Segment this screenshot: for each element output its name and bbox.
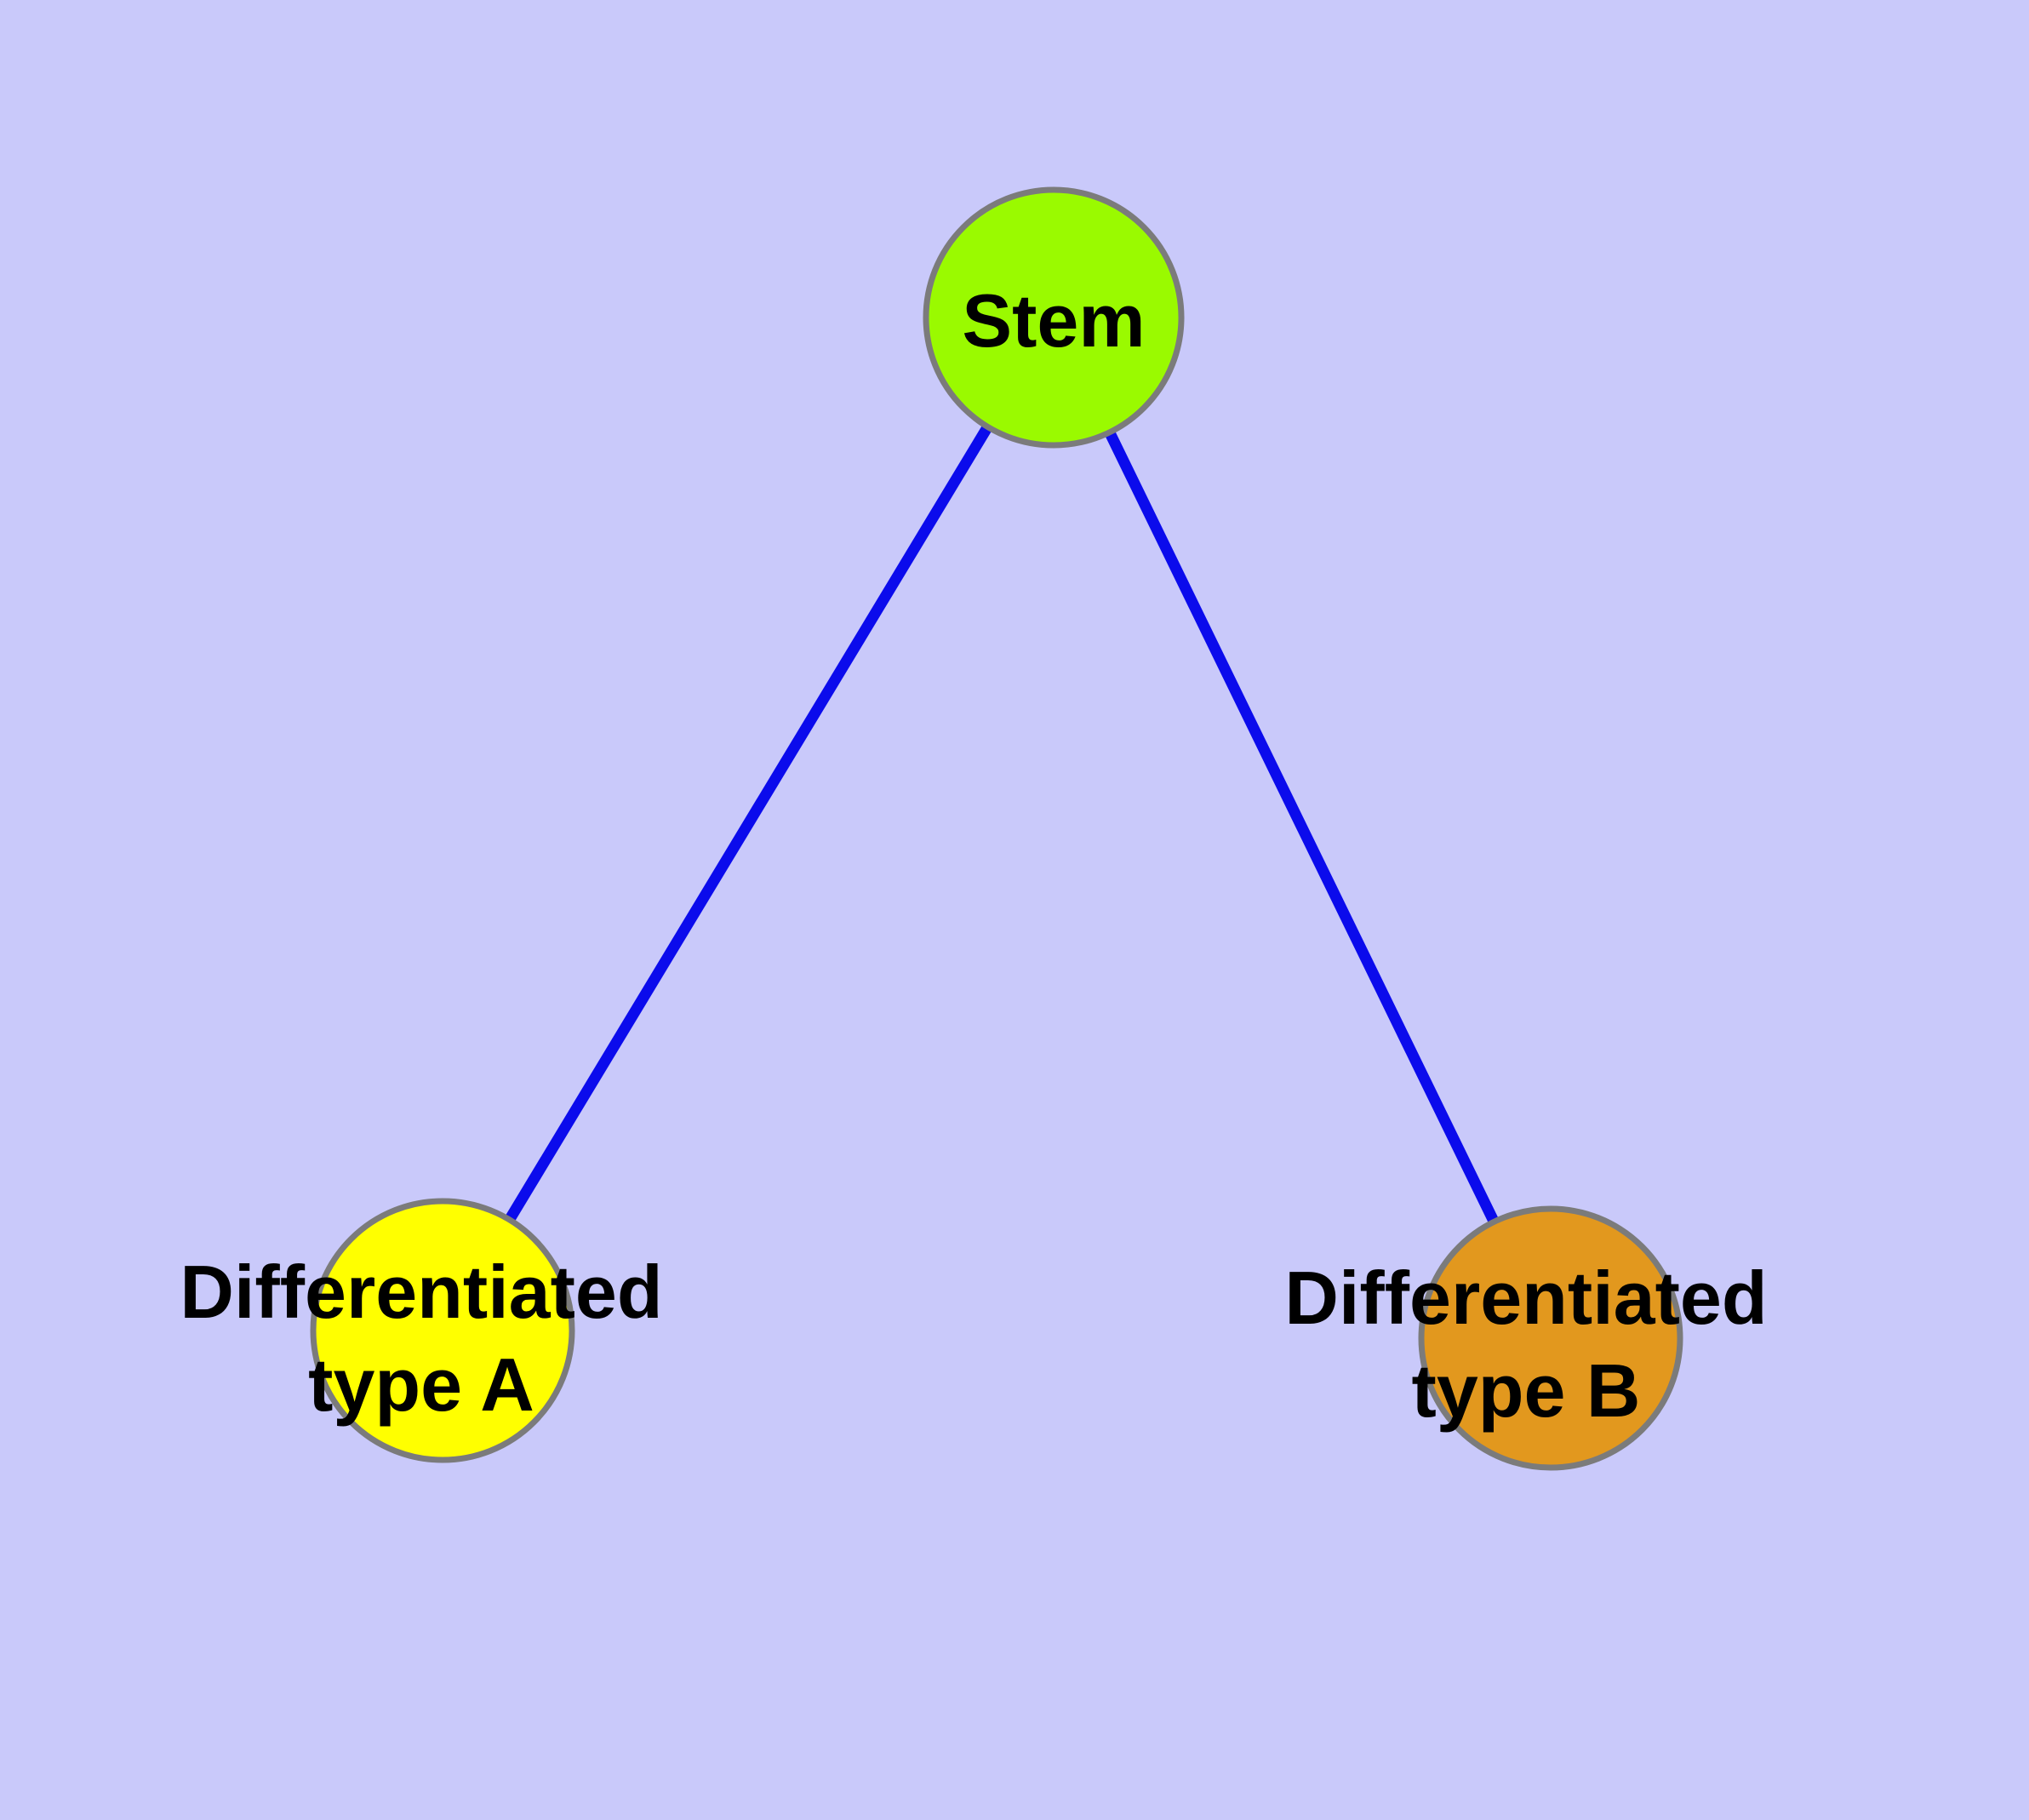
node-differentiated-type-a-label-line1: Differentiated — [180, 1250, 662, 1334]
node-differentiated-type-a: Differentiated type A — [180, 1198, 663, 1463]
node-stem-label: Stem — [962, 278, 1145, 363]
node-differentiated-type-a-circle — [310, 1198, 575, 1463]
node-differentiated-type-b-label-line1: Differentiated — [1284, 1256, 1767, 1340]
node-differentiated-type-a-label-line2: type A — [308, 1342, 534, 1427]
edge-stem-to-type-a — [437, 314, 1059, 1334]
edge-stem-to-type-b — [1049, 315, 1556, 1341]
node-differentiated-type-b: Differentiated type B — [1284, 1205, 1768, 1471]
node-stem: Stem — [923, 186, 1185, 449]
node-stem-circle — [923, 186, 1185, 449]
node-differentiated-type-b-label-line2: type B — [1412, 1348, 1641, 1433]
node-differentiated-type-b-circle — [1418, 1205, 1683, 1471]
